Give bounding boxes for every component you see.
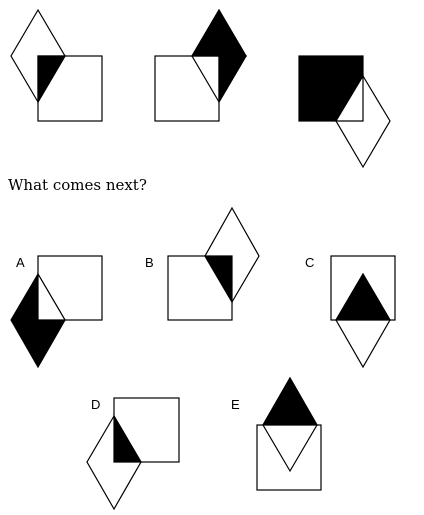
question-text: What comes next? (8, 176, 147, 194)
option-a-label[interactable]: A (16, 255, 25, 270)
white-triangle (37, 271, 67, 321)
option-a-figure[interactable] (10, 255, 103, 369)
option-b-label[interactable]: B (145, 255, 154, 270)
option-e-figure[interactable] (256, 376, 322, 491)
option-b-figure[interactable] (167, 206, 260, 321)
shaded-triangle-top (190, 8, 248, 57)
shaded-triangle (203, 255, 233, 305)
sequence-figure-2 (154, 8, 248, 122)
option-d-label[interactable]: D (91, 397, 101, 412)
sequence-figure-1 (10, 8, 103, 122)
shaded-triangle (113, 413, 143, 463)
option-c-label[interactable]: C (305, 255, 315, 270)
option-e-label[interactable]: E (231, 397, 240, 412)
shaded-triangle (334, 272, 392, 321)
shaded-triangle (37, 55, 67, 105)
shaded-triangle-right (218, 55, 248, 105)
shaded-triangle (261, 376, 319, 426)
option-d-figure[interactable] (86, 397, 180, 511)
white-triangle (334, 73, 364, 122)
option-c-figure[interactable] (330, 255, 396, 369)
sequence-figure-3 (298, 55, 391, 169)
square (154, 55, 220, 122)
